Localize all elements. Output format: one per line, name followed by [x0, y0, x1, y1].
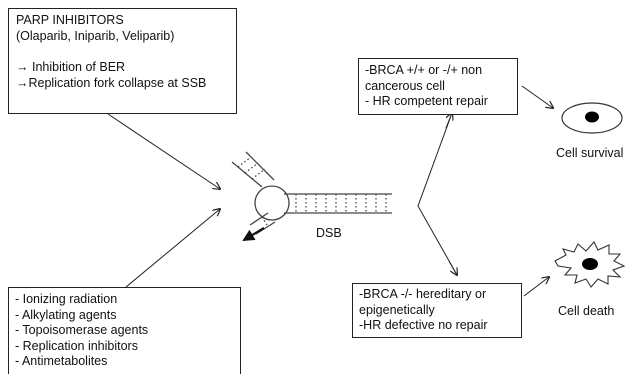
dead-cell-icon: [555, 242, 624, 287]
brca-positive-line: cancerous cell: [365, 79, 517, 95]
branch-down-arrowhead: [449, 261, 457, 275]
brca-negative-box: -BRCA -/- hereditary or epigenetically -…: [352, 283, 522, 338]
parp-to-dsb-arrow: [108, 114, 220, 189]
parp-title: PARP INHIBITORS: [16, 13, 236, 29]
brca-positive-line: - HR competent repair: [365, 94, 517, 110]
to-survival-arrow: [522, 86, 553, 108]
branch-up-arrowhead: [446, 113, 452, 128]
brca-negative-line: -HR defective no repair: [359, 318, 521, 334]
brca-negative-line: -BRCA -/- hereditary or: [359, 287, 521, 303]
to-death-arrow: [524, 277, 549, 296]
dsb-label: DSB: [316, 226, 342, 240]
brca-positive-box: -BRCA +/+ or -/+ non cancerous cell - HR…: [358, 58, 518, 115]
damage-item: - Alkylating agents: [15, 308, 240, 324]
dna-damaging-agents-box: - Ionizing radiation - Alkylating agents…: [8, 287, 241, 374]
parp-drugs: (Olaparib, Iniparib, Veliparib): [16, 29, 236, 45]
cell-survival-label: Cell survival: [556, 146, 623, 160]
damage-item: - Topoisomerase agents: [15, 323, 240, 339]
dsb-dna-illustration: [232, 152, 392, 234]
damage-item: - Antimetabolites: [15, 354, 240, 370]
dsb-break-arrow: [244, 228, 264, 240]
brca-negative-line: epigenetically: [359, 303, 521, 319]
damage-to-dsb-arrow: [126, 209, 220, 287]
branch-lines: [418, 113, 457, 275]
surviving-cell-icon: [562, 103, 622, 133]
cell-death-label: Cell death: [558, 304, 614, 318]
brca-positive-line: -BRCA +/+ or -/+ non: [365, 63, 517, 79]
parp-effect-fork-collapse: →Replication fork collapse at SSB: [16, 76, 236, 92]
damage-item: - Replication inhibitors: [15, 339, 240, 355]
damage-item: - Ionizing radiation: [15, 292, 240, 308]
parp-effect-ber: → Inhibition of BER: [16, 60, 236, 76]
parp-inhibitors-box: PARP INHIBITORS (Olaparib, Iniparib, Vel…: [8, 8, 237, 114]
